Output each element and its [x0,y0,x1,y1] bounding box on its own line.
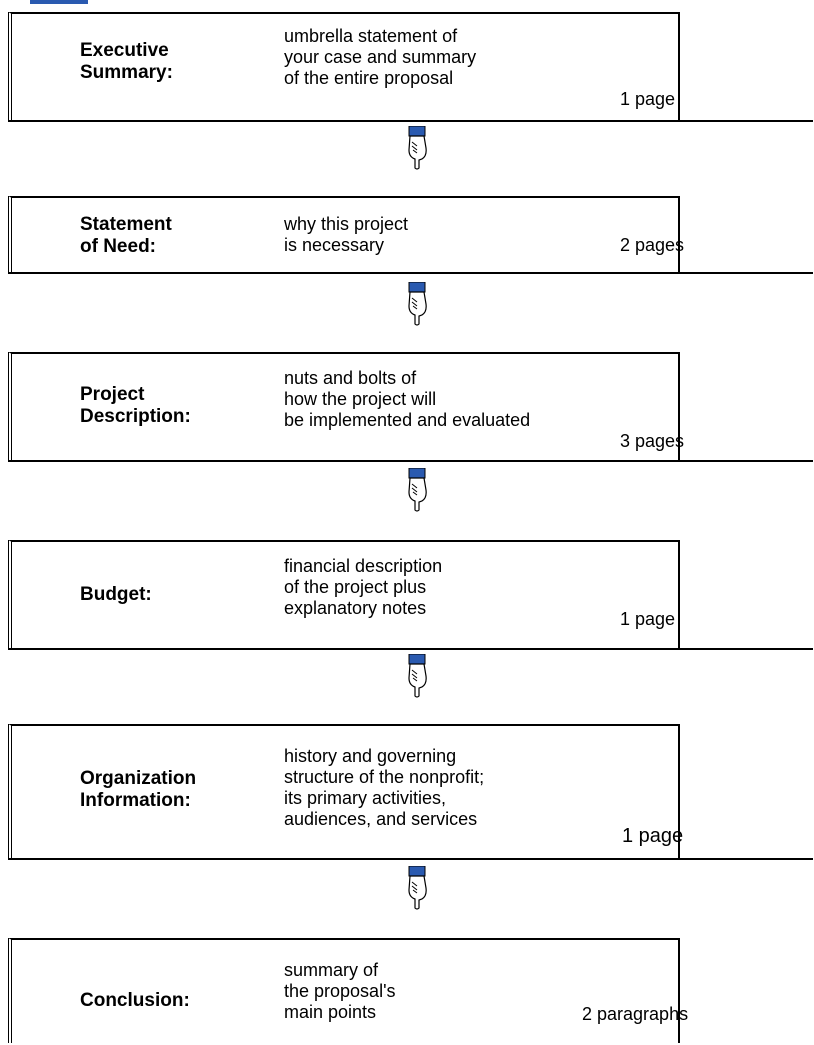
step-heading: Statement of Need: [80,214,172,257]
header-fragment [30,0,88,4]
proposal-step-budget: Budget: financial description of the pro… [8,540,813,650]
step-description: why this project is necessary [284,214,409,255]
step-description: summary of the proposal's main points [284,960,396,1022]
step-heading: Budget: [80,584,152,605]
pointing-hand-down-icon [408,468,427,512]
proposal-step-statement-of-need: Statement of Need: why this project is n… [8,196,813,274]
step-rule [8,460,813,462]
step-description: history and governing structure of the n… [284,746,485,829]
proposal-step-executive-summary: Executive Summary: umbrella statement of… [8,12,813,122]
step-description: nuts and bolts of how the project will b… [284,368,531,430]
step-heading: Project Description: [80,384,191,427]
step-length: 2 pages [620,235,685,255]
step-rule [8,648,813,650]
step-length: 2 paragraphs [582,1004,689,1024]
pointing-hand-down-icon [408,866,427,910]
proposal-step-conclusion: Conclusion: summary of the proposal's ma… [8,938,808,1043]
step-rule [8,272,813,274]
step-length: 1 page [620,609,676,629]
step-rule [8,120,813,122]
step-length: 1 page [622,825,684,847]
step-frame [8,938,680,1043]
proposal-step-organization-information: Organization Information: history and go… [8,724,813,860]
step-heading: Conclusion: [80,990,190,1011]
step-length: 3 pages [620,431,685,451]
step-length: 1 page [620,89,676,109]
step-description: umbrella statement of your case and summ… [284,26,477,88]
proposal-step-project-description: Project Description: nuts and bolts of h… [8,352,813,462]
step-rule [8,858,813,860]
step-description: financial description of the project plu… [284,556,443,618]
step-heading: Organization Information: [80,768,197,811]
pointing-hand-down-icon [408,126,427,170]
pointing-hand-down-icon [408,282,427,326]
pointing-hand-down-icon [408,654,427,698]
step-heading: Executive Summary: [80,40,173,83]
